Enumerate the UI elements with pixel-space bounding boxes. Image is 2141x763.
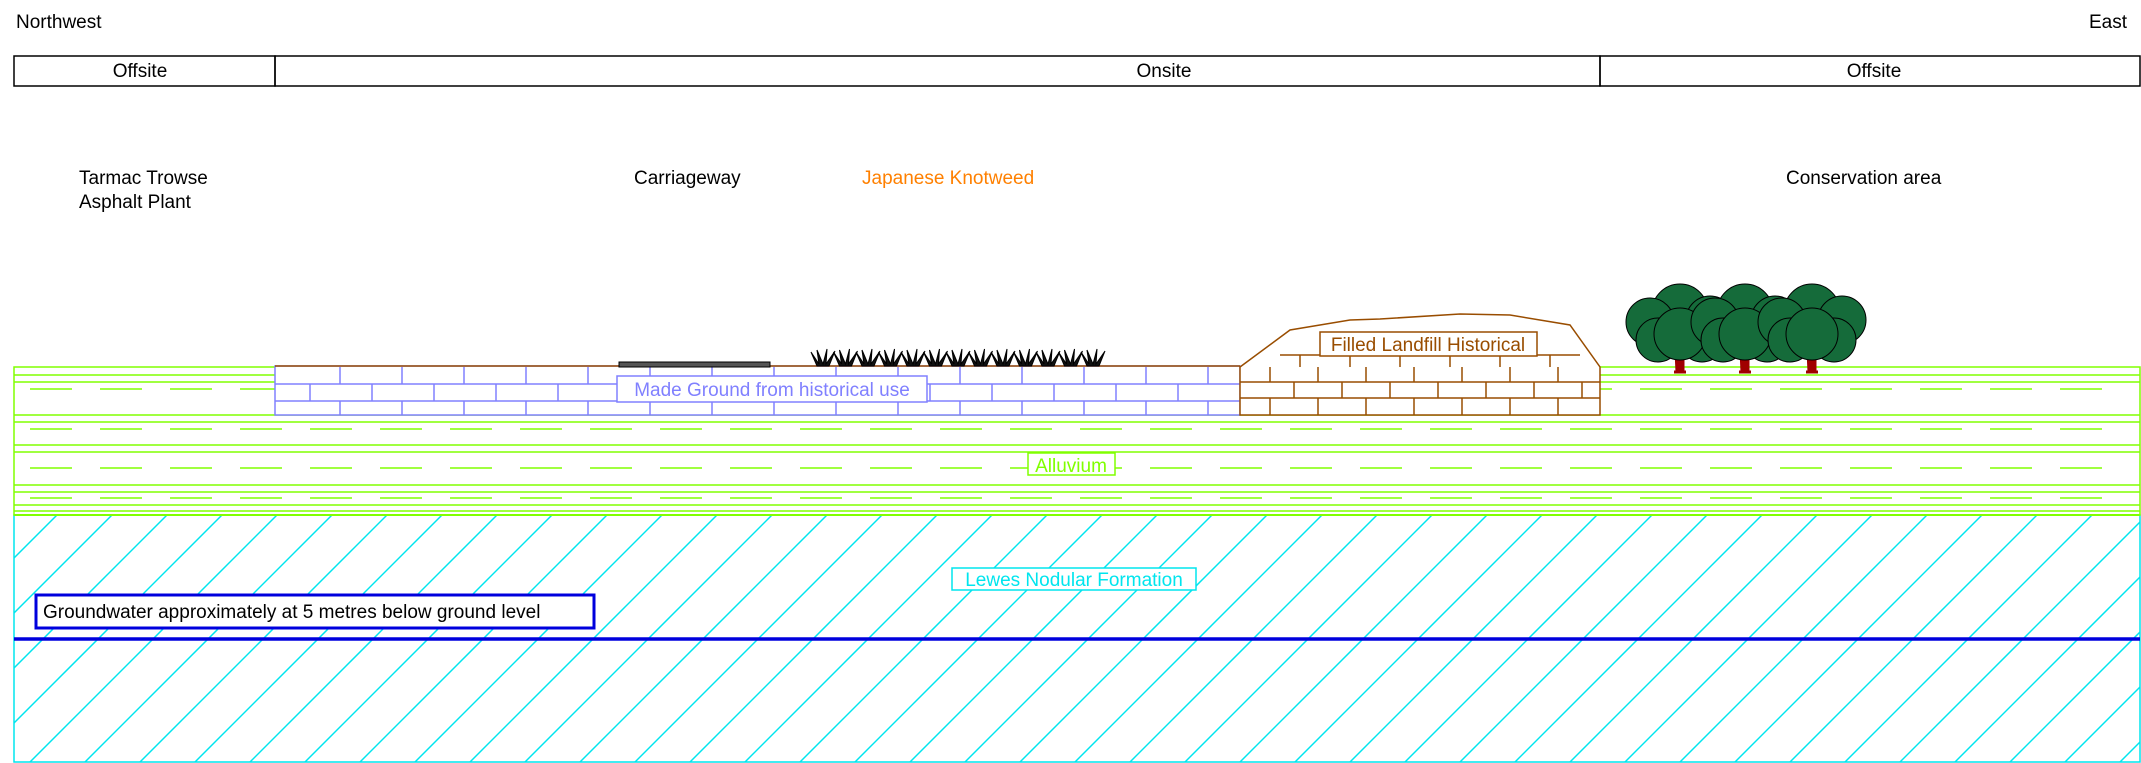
tarmac-label-line1: Tarmac Trowse	[79, 168, 208, 189]
knotweed-plant-icon	[1035, 348, 1061, 367]
tree-icon	[1690, 283, 1800, 374]
conservation-area-label: Conservation area	[1786, 168, 1942, 189]
made-ground-label-group: Made Ground from historical use	[616, 375, 928, 403]
knotweed-plant-icon	[833, 348, 858, 367]
tree-icon	[1757, 283, 1867, 374]
knotweed-plant-icon	[855, 348, 881, 367]
zone-offsite-left-label: Offsite	[113, 61, 168, 82]
landfill-label: Filled Landfill Historical	[1331, 335, 1525, 356]
knotweed-label: Japanese Knotweed	[862, 168, 1034, 189]
zone-onsite-label: Onsite	[1137, 61, 1192, 82]
lewes-label-group: Lewes Nodular Formation	[951, 567, 1197, 591]
orientation-left-label: Northwest	[16, 12, 102, 33]
knotweed-plant-icon	[1013, 348, 1038, 367]
knotweed-plant-icon	[923, 348, 948, 367]
carriageway-surface	[618, 361, 771, 368]
knotweed-plant-icon	[1058, 348, 1083, 367]
knotweed-plant-icon	[878, 348, 903, 367]
alluvium-label: Alluvium	[1035, 456, 1107, 477]
knotweed-plant-icon	[990, 348, 1016, 367]
knotweed-plant-icon	[900, 348, 926, 367]
landfill-mound-outline	[1239, 313, 1601, 416]
zone-header: Offsite Onsite Offsite	[13, 55, 2141, 87]
made-ground-label: Made Ground from historical use	[634, 380, 910, 401]
zone-onsite-box	[274, 55, 1601, 87]
conservation-trees-group	[1625, 283, 1867, 374]
knotweed-plant-icon	[1080, 348, 1106, 367]
zone-offsite-right-label: Offsite	[1847, 61, 1902, 82]
orientation-right-label: East	[2089, 12, 2128, 33]
landfill-layer	[1239, 313, 1601, 416]
knotweed-plant-icon	[968, 348, 993, 367]
groundwater-note: Groundwater approximately at 5 metres be…	[43, 602, 540, 623]
landfill-label-group: Filled Landfill Historical	[1319, 331, 1538, 357]
zone-offsite-right-box	[1599, 55, 2141, 87]
tarmac-label-line2: Asphalt Plant	[79, 192, 192, 213]
carriageway-label: Carriageway	[634, 168, 741, 189]
groundwater-note-group: Groundwater approximately at 5 metres be…	[34, 593, 596, 630]
lewes-label: Lewes Nodular Formation	[965, 570, 1183, 591]
knotweed-plant-icon	[810, 348, 836, 367]
knotweed-plant-icon	[945, 348, 971, 367]
knotweed-plants-group	[810, 348, 1106, 367]
alluvium-label-group: Alluvium	[1027, 452, 1116, 477]
